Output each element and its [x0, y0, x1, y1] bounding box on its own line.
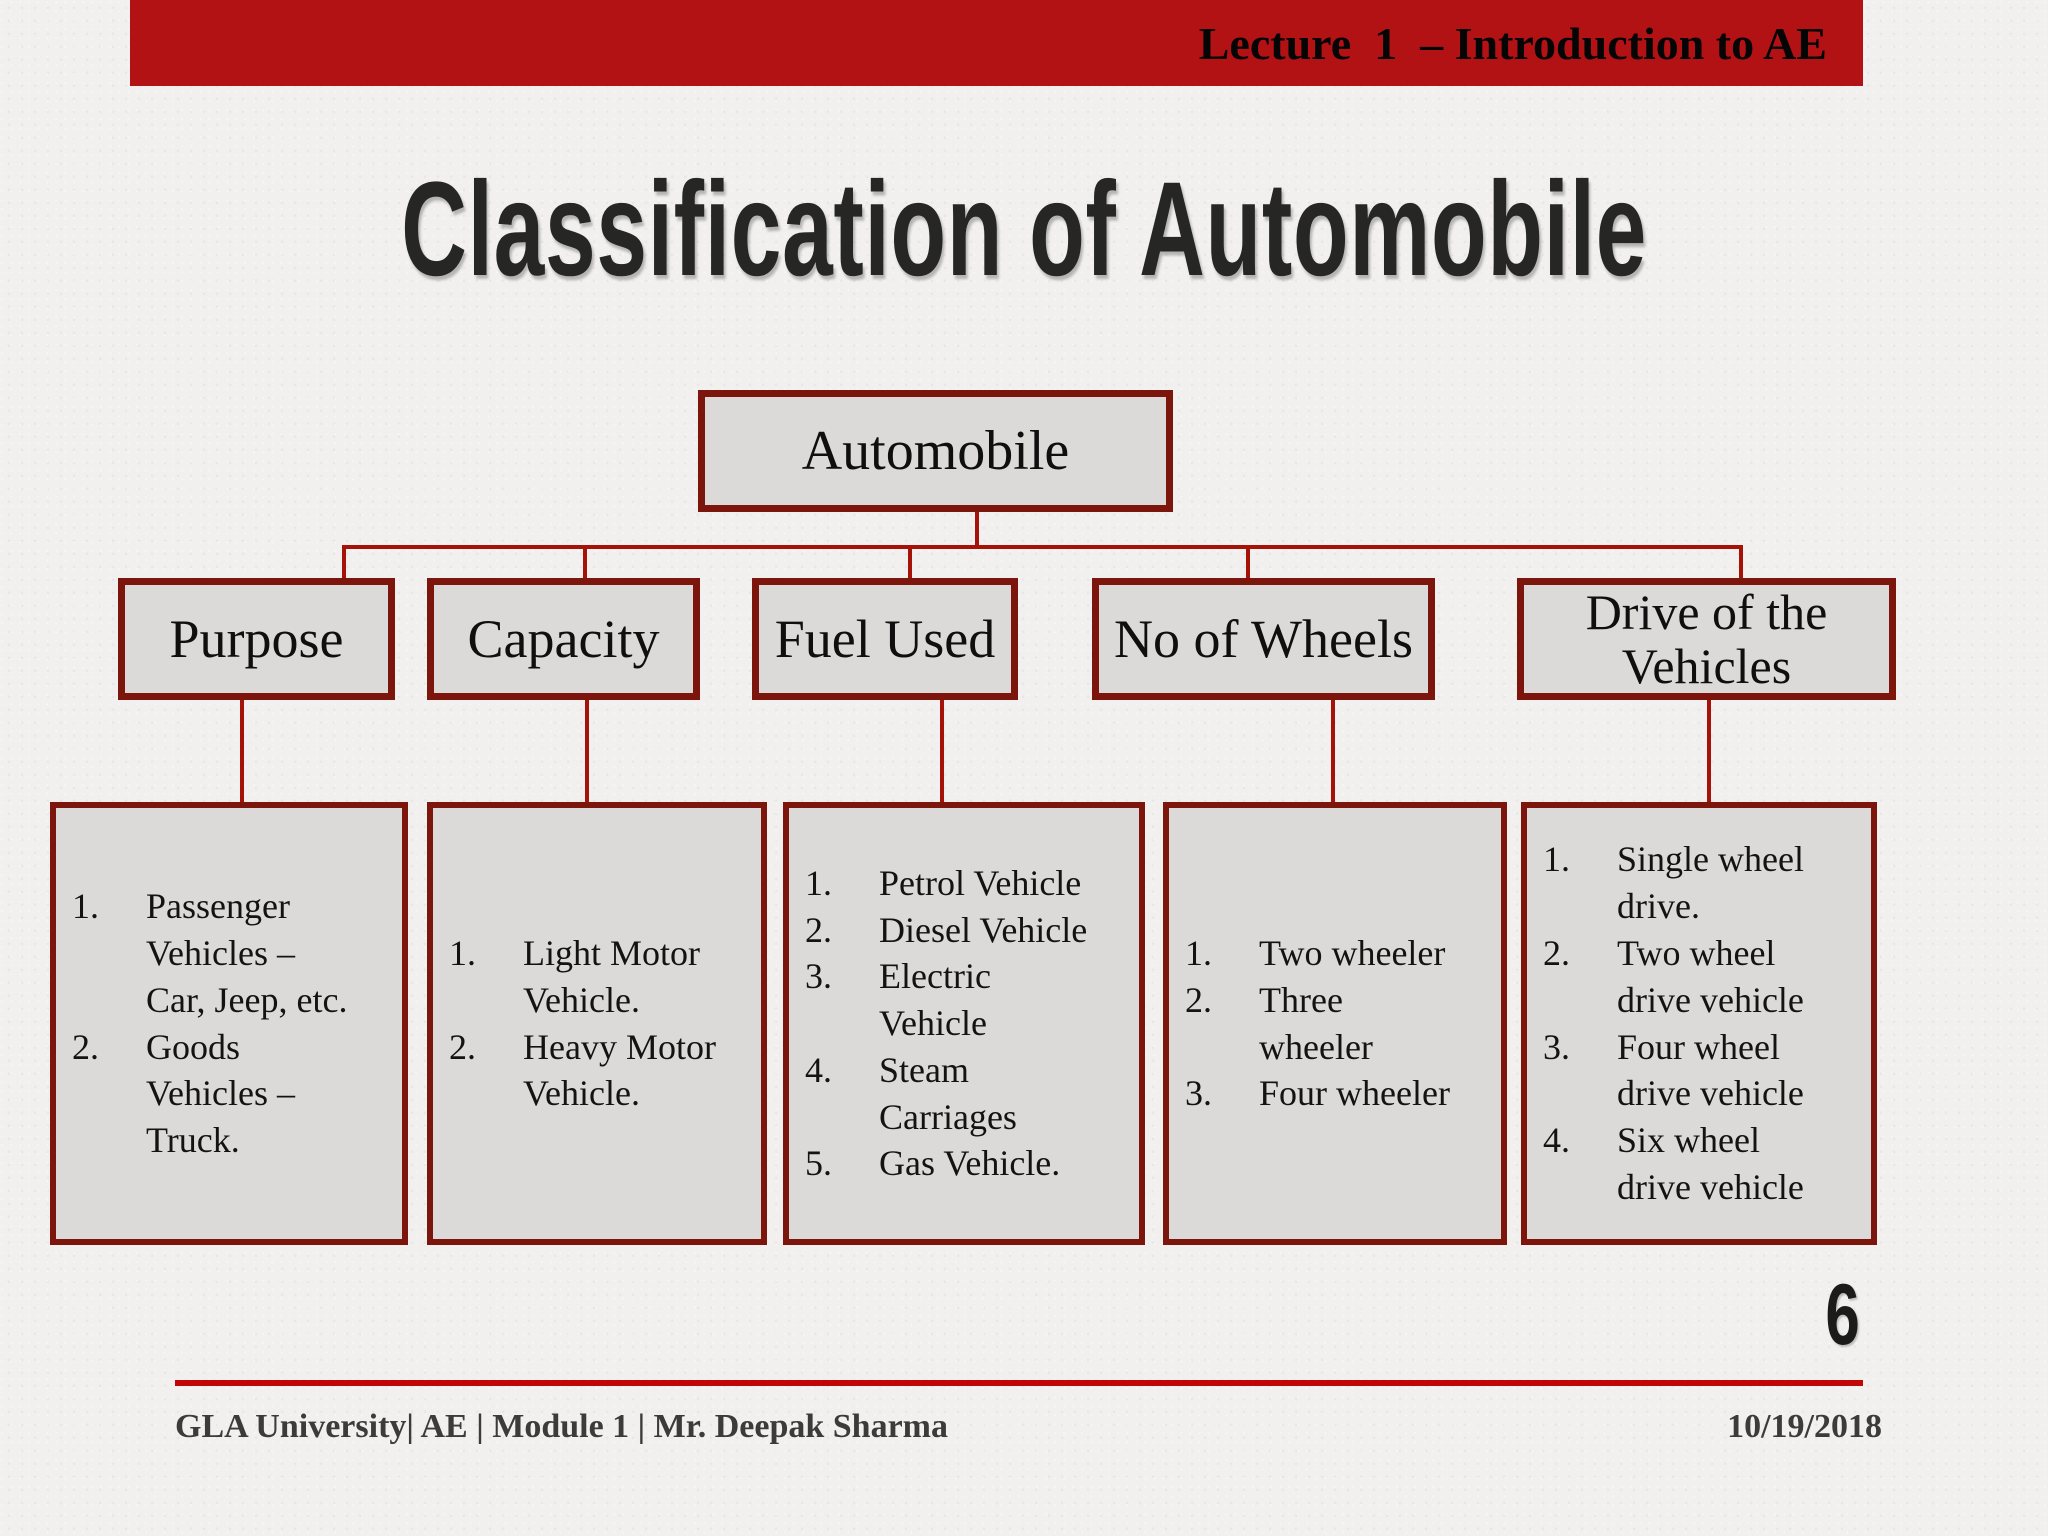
page-number: 6 — [1825, 1267, 1860, 1363]
category-label: Fuel Used — [774, 608, 996, 669]
list-item: Three wheeler — [1185, 977, 1495, 1071]
slide-title-wrap: Classification of Automobile — [0, 146, 2048, 314]
list-item-text: Petrol Vehicle — [879, 862, 1082, 903]
no-of-wheels-list: Two wheeler Three wheeler Four wheeler — [1169, 930, 1501, 1117]
connector-stub-capacity — [583, 545, 587, 582]
fuel-used-list: Petrol Vehicle Diesel Vehicle Electric V… — [789, 860, 1139, 1188]
connector-drop-purpose — [240, 700, 244, 804]
list-item: Passenger Vehicles – Car, Jeep, etc. — [72, 883, 396, 1023]
list-item: Diesel Vehicle — [805, 907, 1133, 954]
purpose-list: Passenger Vehicles – Car, Jeep, etc. Goo… — [56, 883, 402, 1164]
detail-box-no-of-wheels: Two wheeler Three wheeler Four wheeler — [1163, 802, 1507, 1245]
category-node-fuel-used: Fuel Used — [752, 578, 1018, 700]
connector-stub-wheels — [1246, 545, 1250, 582]
category-node-no-of-wheels: No of Wheels — [1092, 578, 1435, 700]
category-label: Drive of the Vehicles — [1585, 584, 1828, 694]
list-item-text: Gas Vehicle. — [879, 1143, 1061, 1184]
lecture-banner: Lecture 1 – Introduction to AE — [130, 0, 1863, 86]
category-label: Capacity — [467, 608, 660, 669]
connector-drop-capacity — [585, 700, 589, 804]
lecture-banner-text: Lecture 1 – Introduction to AE — [1198, 17, 1827, 69]
footer-date: 10/19/2018 — [1727, 1408, 1882, 1445]
list-item-text: Three wheeler — [1259, 979, 1373, 1067]
list-item-text: Six wheel drive vehicle — [1617, 1120, 1804, 1207]
drive-list: Single wheel drive. Two wheel drive vehi… — [1527, 836, 1871, 1210]
category-label: No of Wheels — [1114, 608, 1413, 669]
list-item: Steam Carriages — [805, 1047, 1133, 1141]
footer-course-info: GLA University| AE | Module 1 | Mr. Deep… — [175, 1408, 949, 1445]
category-label: Purpose — [169, 608, 344, 669]
detail-box-capacity: Light Motor Vehicle. Heavy Motor Vehicle… — [427, 802, 767, 1245]
category-node-drive: Drive of the Vehicles — [1517, 578, 1896, 700]
root-node-label: Automobile — [801, 420, 1070, 482]
connector-horizontal — [342, 545, 1743, 549]
list-item: Goods Vehicles – Truck. — [72, 1024, 396, 1164]
list-item: Four wheel drive vehicle — [1543, 1024, 1865, 1118]
list-item: Six wheel drive vehicle — [1543, 1117, 1865, 1211]
footer-divider-line — [175, 1380, 1863, 1386]
list-item: Petrol Vehicle — [805, 860, 1133, 907]
list-item: Heavy Motor Vehicle. — [449, 1024, 755, 1118]
list-item-text: Light Motor Vehicle. — [523, 932, 700, 1020]
detail-box-fuel-used: Petrol Vehicle Diesel Vehicle Electric V… — [783, 802, 1145, 1245]
category-node-purpose: Purpose — [118, 578, 395, 700]
slide-title: Classification of Automobile — [401, 155, 1647, 304]
connector-stub-drive — [1739, 545, 1743, 582]
list-item-text: Diesel Vehicle — [879, 909, 1088, 950]
list-item-text: Electric Vehicle — [879, 956, 991, 1044]
connector-drop-wheels — [1331, 700, 1335, 804]
connector-drop-fuel — [940, 700, 944, 804]
list-item: Electric Vehicle — [805, 953, 1133, 1047]
connector-stub-purpose — [342, 545, 346, 582]
list-item-text: Single wheel drive. — [1617, 839, 1804, 927]
detail-box-drive: Single wheel drive. Two wheel drive vehi… — [1521, 802, 1877, 1245]
list-item-text: Two wheeler — [1259, 932, 1446, 973]
category-node-capacity: Capacity — [427, 578, 700, 700]
list-item-text: Four wheel drive vehicle — [1617, 1026, 1804, 1114]
detail-box-purpose: Passenger Vehicles – Car, Jeep, etc. Goo… — [50, 802, 408, 1245]
list-item: Four wheeler — [1185, 1070, 1495, 1117]
list-item-text: Four wheeler — [1259, 1073, 1450, 1114]
connector-root-stub — [975, 512, 979, 549]
list-item: Gas Vehicle. — [805, 1140, 1133, 1187]
list-item-text: Goods Vehicles – Truck. — [146, 1026, 295, 1161]
connector-stub-fuel — [908, 545, 912, 582]
list-item-text: Two wheel drive vehicle — [1617, 932, 1804, 1020]
list-item: Light Motor Vehicle. — [449, 930, 755, 1024]
list-item: Two wheeler — [1185, 930, 1495, 977]
root-node-automobile: Automobile — [698, 390, 1173, 512]
list-item: Single wheel drive. — [1543, 836, 1865, 930]
connector-drop-drive — [1707, 700, 1711, 804]
list-item: Two wheel drive vehicle — [1543, 930, 1865, 1024]
list-item-text: Passenger Vehicles – Car, Jeep, etc. — [146, 886, 348, 1020]
page-number-wrap: 6 — [1740, 1266, 1860, 1365]
list-item-text: Heavy Motor Vehicle. — [523, 1026, 716, 1114]
capacity-list: Light Motor Vehicle. Heavy Motor Vehicle… — [433, 930, 761, 1117]
list-item-text: Steam Carriages — [879, 1049, 1017, 1137]
